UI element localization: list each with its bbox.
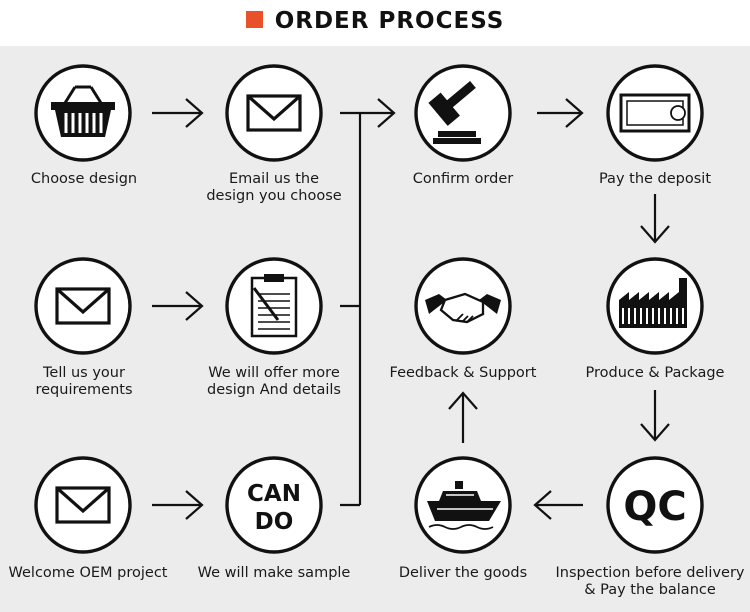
pay-deposit-node xyxy=(606,64,704,162)
can-do-icon: CAN DO xyxy=(247,481,301,535)
connector-to-confirm-order xyxy=(340,98,396,507)
document-clipboard-icon xyxy=(250,274,298,338)
handshake-icon xyxy=(425,292,501,324)
arrow-right xyxy=(152,98,204,128)
arrow-down xyxy=(640,194,670,244)
factory-icon xyxy=(619,278,687,328)
qc-icon: QC xyxy=(623,484,686,530)
tell-requirements-node xyxy=(34,257,132,355)
arrow-up xyxy=(448,391,478,443)
pay-deposit-label: Pay the deposit xyxy=(598,171,712,187)
flow-arrows xyxy=(152,98,670,520)
title-accent-square xyxy=(245,10,263,28)
arrow-right xyxy=(152,490,204,520)
deliver-goods-node xyxy=(414,456,512,554)
produce-package-node xyxy=(606,257,704,355)
gavel-icon xyxy=(428,80,481,144)
arrow-right xyxy=(537,98,584,128)
header-bar: ORDER PROCESS xyxy=(0,0,750,46)
inspection-node: QC xyxy=(606,456,704,554)
offer-design-node xyxy=(225,257,323,355)
feedback-support-node xyxy=(414,257,512,355)
email-design-node xyxy=(225,64,323,162)
welcome-oem-node xyxy=(34,456,132,554)
arrow-left xyxy=(533,490,583,520)
cargo-ship-icon xyxy=(427,481,501,530)
welcome-oem-label: Welcome OEM project xyxy=(8,565,168,581)
can-do-line2: DO xyxy=(255,509,294,535)
inspection-label: Inspection before delivery& Pay the bala… xyxy=(555,565,745,598)
feedback-support-label: Feedback & Support xyxy=(389,365,537,381)
make-sample-node: CAN DO xyxy=(225,456,323,554)
arrow-right xyxy=(152,291,204,321)
confirm-order-node xyxy=(414,64,512,162)
title: ORDER PROCESS xyxy=(0,8,750,34)
make-sample-label: We will make sample xyxy=(197,565,351,581)
choose-design-node xyxy=(34,64,132,162)
confirm-order-label: Confirm order xyxy=(412,171,514,187)
arrow-down xyxy=(640,390,670,442)
shopping-basket-icon xyxy=(51,85,115,137)
deliver-goods-label: Deliver the goods xyxy=(398,565,528,581)
page-title: ORDER PROCESS xyxy=(274,8,505,34)
produce-package-label: Produce & Package xyxy=(585,365,725,381)
can-do-line1: CAN xyxy=(247,481,301,507)
payment-card-icon xyxy=(619,93,691,133)
choose-design-label: Choose design xyxy=(30,171,138,187)
